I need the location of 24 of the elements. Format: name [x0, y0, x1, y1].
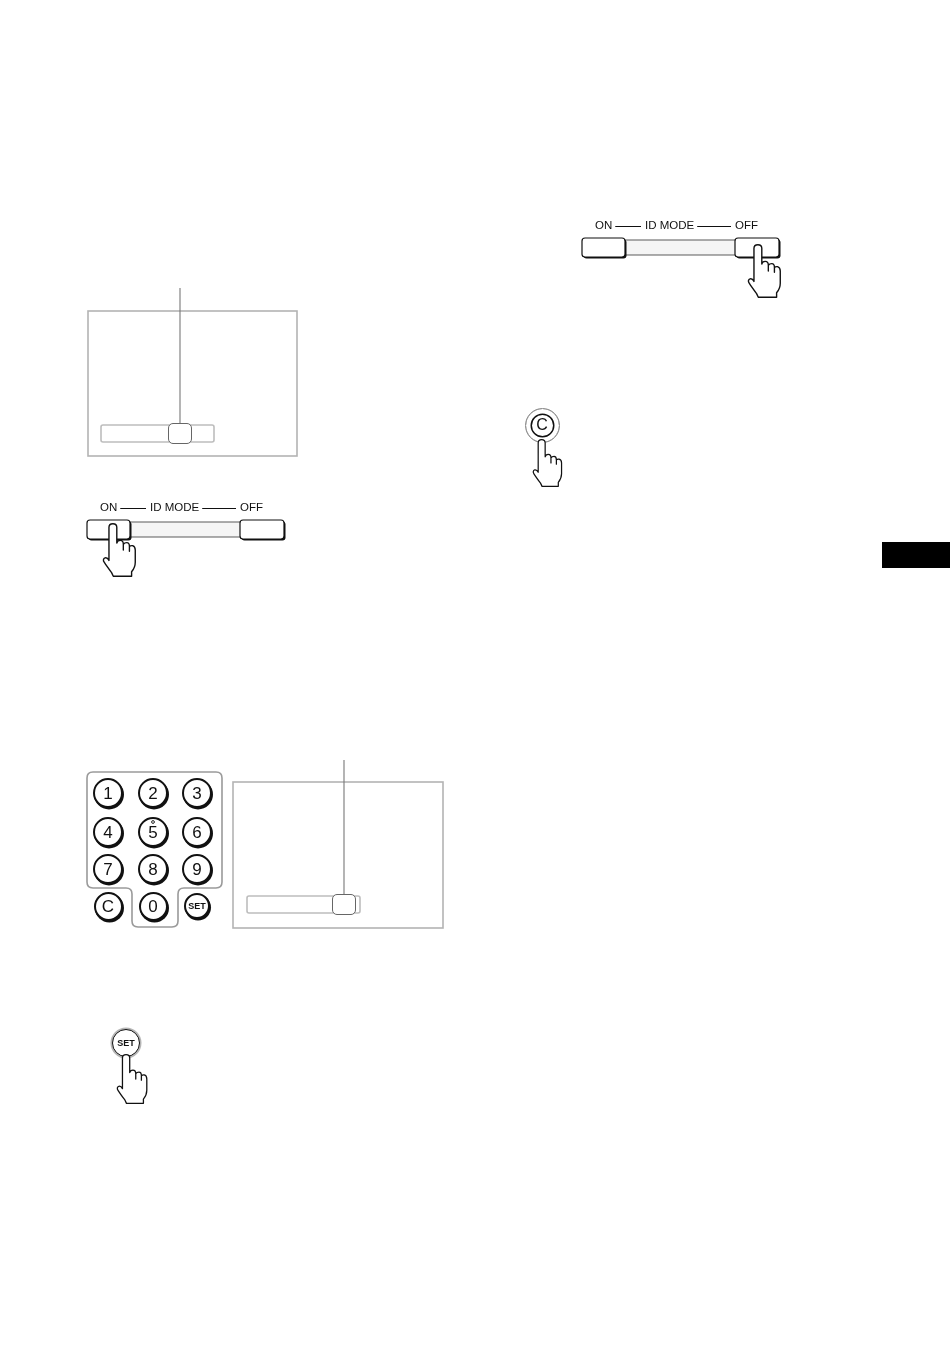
keypad-key: 2: [138, 778, 168, 808]
switch-label: ID MODE: [150, 502, 200, 514]
keypad-key: 7: [93, 854, 123, 884]
round-key: C: [524, 407, 560, 443]
keypad-key: 9: [182, 854, 212, 884]
keypad-key: 1: [93, 778, 123, 808]
keypad-key: 3: [182, 778, 212, 808]
keypad-key: 0: [138, 891, 168, 921]
keypad-key: 5: [138, 817, 168, 847]
cursor-marker: [168, 423, 192, 444]
keypad-key: 8: [138, 854, 168, 884]
cursor-marker: [332, 894, 356, 915]
leader-line: [179, 287, 181, 424]
leader-line: [343, 759, 345, 895]
keypad-key: 4: [93, 817, 123, 847]
switch-label: ID MODE: [645, 220, 695, 232]
switch-label: ON: [595, 220, 613, 232]
switch-label: OFF: [735, 220, 758, 232]
switch-label: OFF: [240, 502, 263, 514]
round-key: SET: [112, 1029, 140, 1057]
keypad-key: C: [93, 891, 123, 921]
keypad-key: SET: [184, 893, 210, 919]
switch-label: ON: [100, 502, 118, 514]
keypad-key: 6: [182, 817, 212, 847]
